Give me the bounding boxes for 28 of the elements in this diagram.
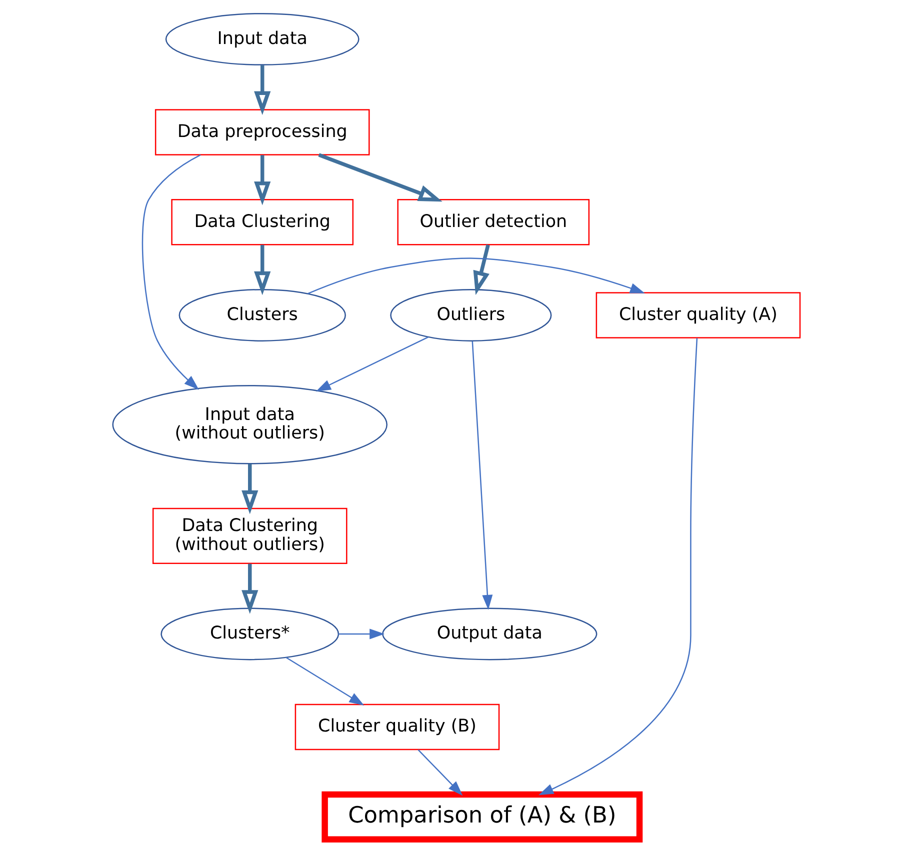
arrow xyxy=(254,244,271,296)
arrow xyxy=(338,628,385,640)
node-box: Data Clustering xyxy=(171,199,354,246)
node-box: Comparison of (A) & (B) xyxy=(322,791,643,843)
arrow xyxy=(307,258,646,294)
node-box: Data preprocessing xyxy=(154,109,370,156)
node-ellipse: Clusters xyxy=(178,288,346,342)
arrow xyxy=(538,338,698,796)
node-box: Cluster quality (A) xyxy=(596,292,801,338)
arrow xyxy=(142,154,201,390)
node-ellipse: Outliers xyxy=(390,288,552,342)
arrow xyxy=(254,65,271,116)
node-box: Data Clustering (without outliers) xyxy=(152,508,348,564)
arrow xyxy=(286,656,364,706)
arrow xyxy=(242,564,258,614)
node-ellipse: Clusters* xyxy=(160,608,340,660)
node-ellipse: Output data xyxy=(382,608,598,660)
arrow xyxy=(254,155,271,206)
arrow xyxy=(316,336,429,392)
arrow xyxy=(473,244,490,295)
node-ellipse: Input data (without outliers) xyxy=(112,385,388,464)
node-box: Cluster quality (B) xyxy=(294,704,500,750)
node-ellipse: Input data xyxy=(165,12,360,66)
arrow xyxy=(418,749,463,796)
arrow xyxy=(242,464,258,514)
arrow xyxy=(472,341,493,610)
node-box: Outlier detection xyxy=(397,199,590,246)
arrow xyxy=(318,153,442,202)
